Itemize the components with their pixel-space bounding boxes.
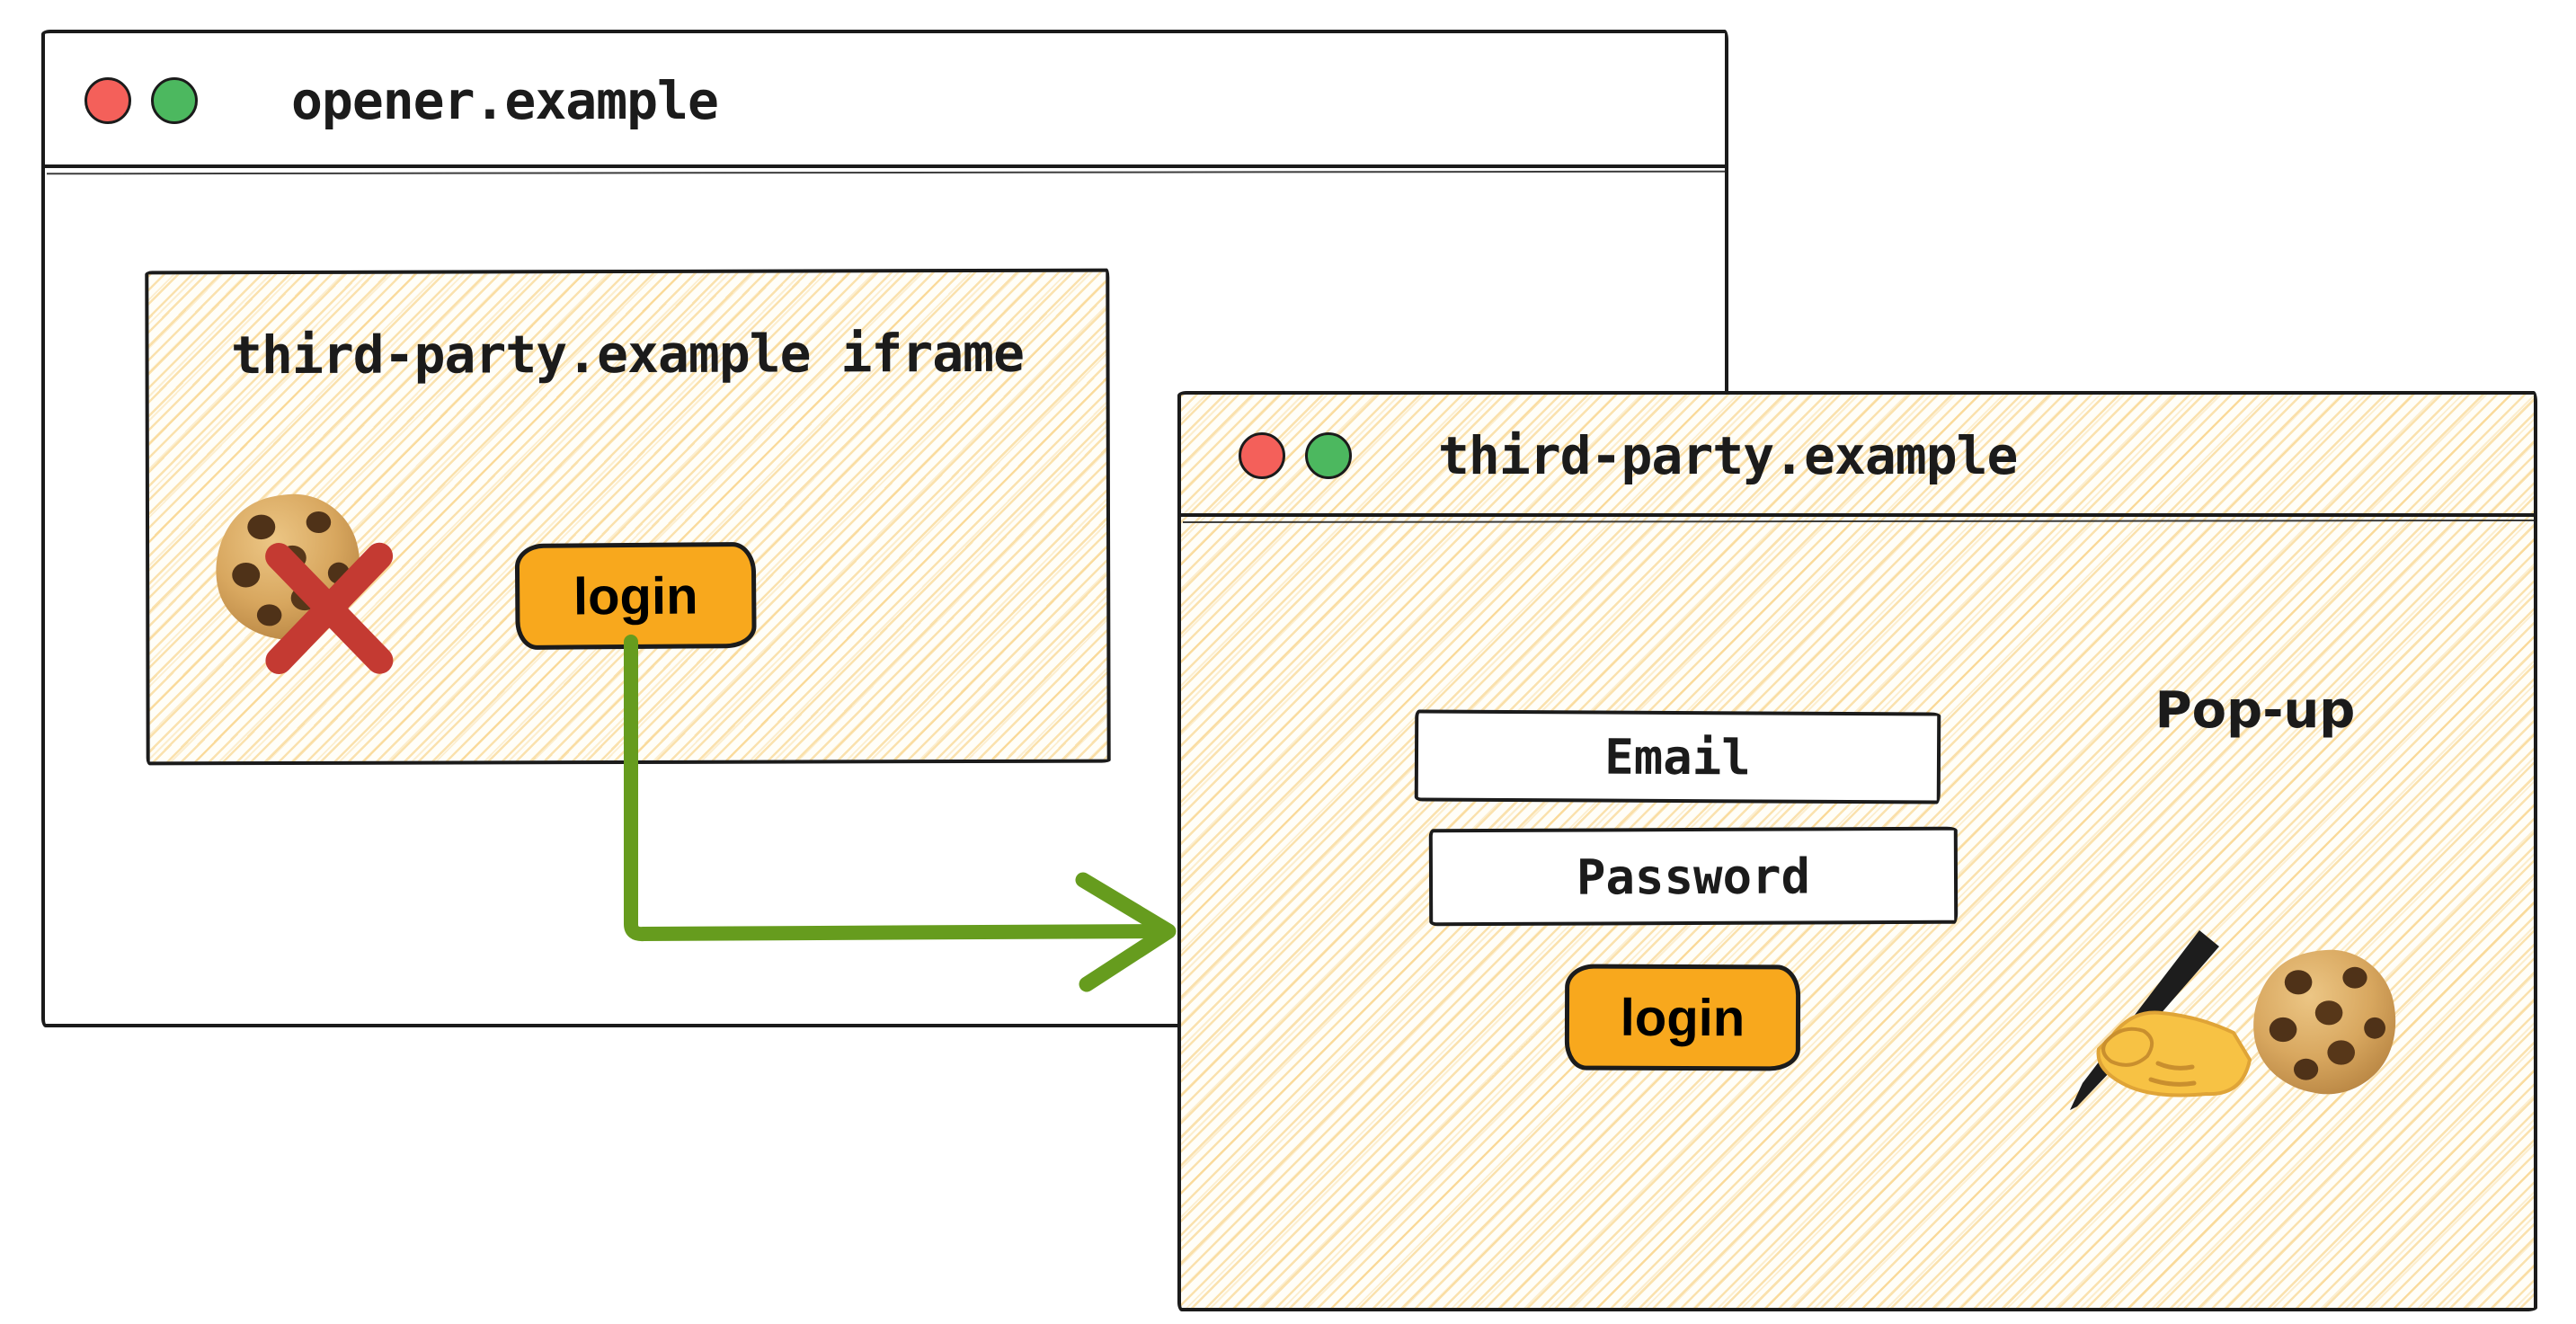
- blocked-cross-icon: [265, 542, 394, 675]
- password-field[interactable]: Password: [1428, 826, 1959, 927]
- titlebar-divider: [43, 164, 1727, 168]
- traffic-light-red-icon[interactable]: [84, 77, 131, 124]
- popup-login-button[interactable]: login: [1564, 964, 1801, 1071]
- window-controls: [84, 77, 198, 124]
- writing-hand-icon: [2070, 930, 2252, 1110]
- popup-window: third-party.example Pop-up Email Passwor…: [1177, 391, 2537, 1311]
- third-party-iframe: third-party.example iframe: [145, 268, 1111, 766]
- popup-window-title: third-party.example: [1438, 425, 2018, 486]
- traffic-light-green-icon[interactable]: [1305, 432, 1352, 479]
- traffic-light-red-icon[interactable]: [1239, 432, 1285, 479]
- traffic-light-green-icon[interactable]: [151, 77, 198, 124]
- opener-window-title: opener.example: [291, 70, 719, 131]
- popup-label: Pop-up: [2154, 681, 2356, 740]
- iframe-login-button[interactable]: login: [514, 541, 757, 651]
- cookie-icon: [2253, 949, 2396, 1095]
- opener-titlebar: opener.example: [43, 33, 1727, 168]
- titlebar-divider: [1179, 513, 2536, 517]
- window-controls: [1239, 432, 1352, 479]
- email-field[interactable]: Email: [1414, 709, 1941, 804]
- popup-titlebar: third-party.example: [1179, 395, 2536, 517]
- iframe-label: third-party.example iframe: [230, 322, 1025, 387]
